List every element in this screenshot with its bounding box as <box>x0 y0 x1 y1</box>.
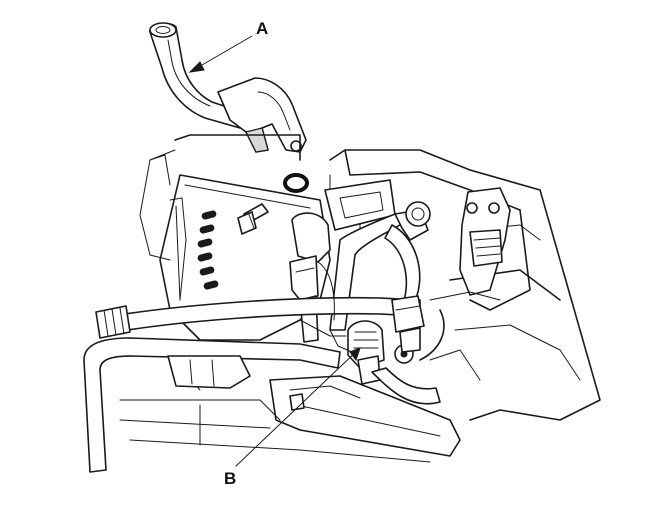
callout-label-a: A <box>256 19 269 38</box>
o-ring <box>283 173 309 193</box>
alternator-vents <box>197 210 219 290</box>
callout-label-b: B <box>224 469 237 488</box>
bolt <box>237 203 269 235</box>
water-pipe-a <box>149 22 307 153</box>
lower-pipe <box>83 337 341 473</box>
mount-bracket <box>459 187 511 296</box>
leader-line-a <box>188 35 253 73</box>
lower-bracket <box>119 375 461 463</box>
wires <box>299 261 501 337</box>
leader-line-b <box>235 347 361 467</box>
